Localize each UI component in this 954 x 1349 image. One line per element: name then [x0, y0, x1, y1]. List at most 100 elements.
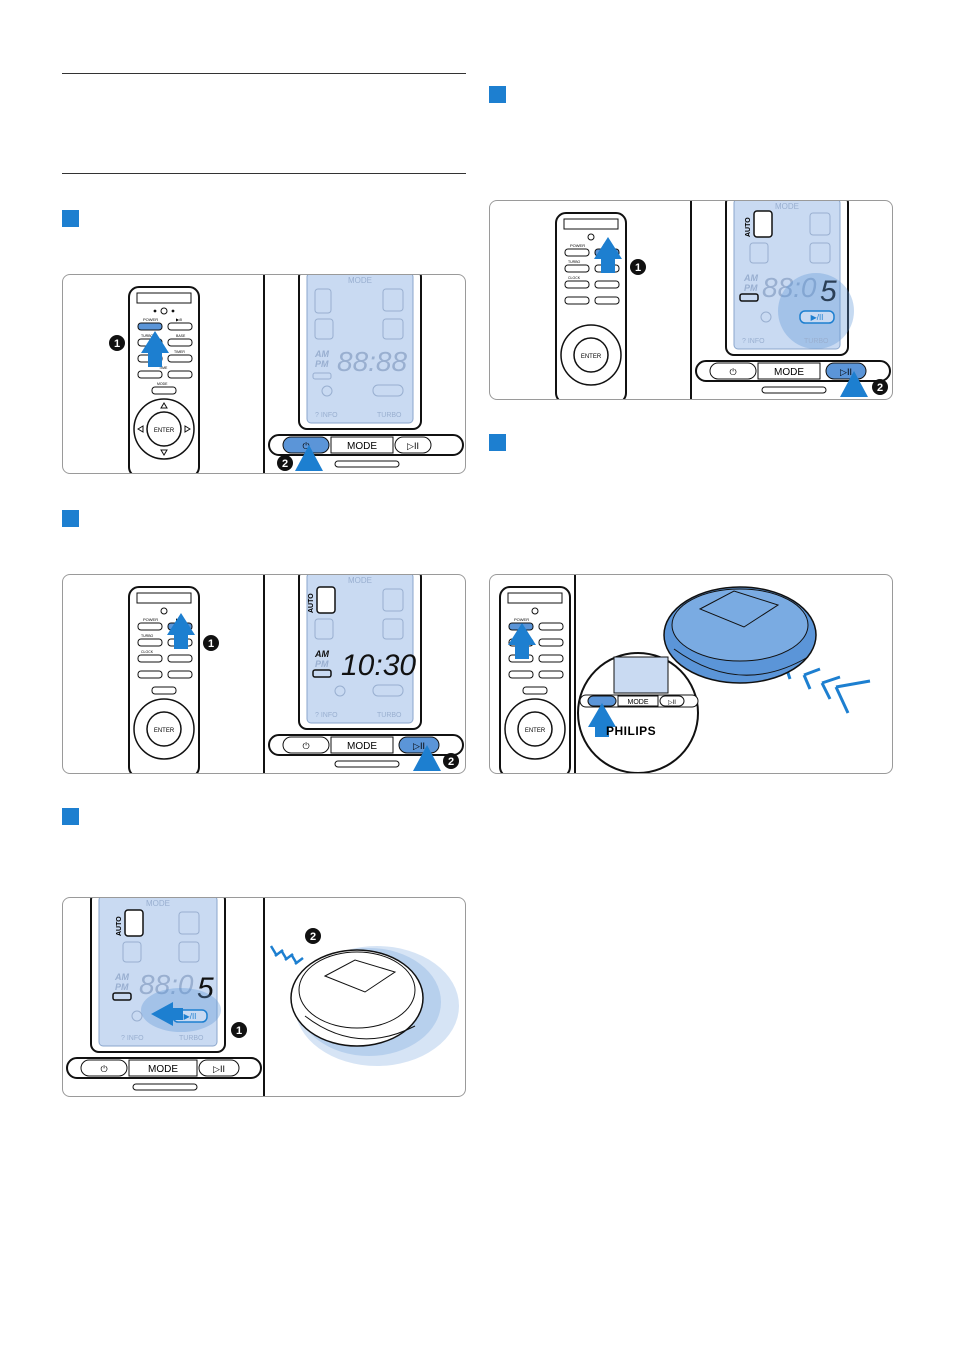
remote-enter-label: ENTER: [581, 354, 602, 360]
remote-plus-button[interactable]: [538, 670, 564, 679]
base-mode-button[interactable]: [757, 362, 821, 380]
remote-illustration: POWER ▶/II TURBO CLOCK ENTER 1: [555, 212, 646, 399]
callout-2-icon: [305, 928, 321, 944]
lcd-pm: PM: [315, 359, 329, 369]
remote-base-button[interactable]: [538, 638, 564, 647]
remote-plus-button[interactable]: [167, 370, 193, 379]
press-arrow-icon: [295, 445, 323, 471]
remote-mode-button[interactable]: [522, 686, 548, 695]
press-arrow-icon: [840, 371, 868, 397]
lcd-wipe-icon: [809, 242, 831, 264]
base-play-symbol: ▷II: [407, 441, 419, 451]
remote-turbo-button[interactable]: [137, 638, 163, 647]
remote-timer-button[interactable]: [594, 280, 620, 289]
robot-illustration: 2: [269, 928, 459, 1066]
base-power-button[interactable]: [282, 736, 330, 754]
lcd-digits: 88:88: [337, 346, 407, 377]
callout-2-label: 2: [448, 756, 454, 768]
remote-clock-button[interactable]: [564, 280, 590, 289]
lcd-pm: PM: [744, 283, 758, 293]
lcd-time: 10:30: [341, 649, 416, 682]
remote-turbo-button[interactable]: [564, 264, 590, 273]
zoom-lcd: [613, 656, 669, 694]
step-marker-5: [489, 434, 506, 451]
robot-docking-illustration: MODE ▷II PHILIPS: [577, 586, 871, 773]
callout-2-icon: [872, 379, 888, 395]
remote-plus-button[interactable]: [167, 670, 193, 679]
remote-enter-label: ENTER: [154, 728, 175, 734]
lcd-wipe-icon: [382, 318, 404, 340]
remote-enter-button[interactable]: [573, 337, 609, 373]
remote-minus-button[interactable]: [137, 670, 163, 679]
lcd-clock-icon: [321, 385, 333, 397]
remote-power-label: POWER: [570, 243, 585, 248]
remote-power-button[interactable]: [137, 322, 163, 331]
lcd-battery-icon: [312, 669, 332, 678]
remote-power-button[interactable]: [564, 248, 590, 257]
base-power-symbol: ⏻: [302, 441, 309, 451]
base-mode-label: MODE: [148, 1064, 178, 1075]
lcd-auto: AUTO: [116, 916, 123, 936]
remote-minus-button[interactable]: [137, 370, 163, 379]
callout-2-label: 2: [877, 382, 883, 394]
remote-mode-button[interactable]: [151, 686, 177, 695]
lcd-digits: 88:0: [139, 969, 194, 1000]
base-mode-button[interactable]: [330, 736, 394, 754]
lcd-auto-icon: [316, 586, 336, 614]
callout-1-label: 1: [114, 338, 120, 350]
lcd-play-pause-icon: [372, 684, 404, 697]
press-arrow-icon: [151, 1002, 183, 1026]
lcd-digit-five: 5: [820, 275, 837, 308]
lcd-auto-icon: [753, 210, 773, 238]
remote-play-button[interactable]: [538, 622, 564, 631]
remote-power-button[interactable]: [137, 622, 163, 631]
panel-power-on: POWER ▶/II TURBO BASE TIMER TIME MODE EN…: [62, 274, 466, 474]
lcd-wipe-icon: [178, 941, 200, 963]
remote-minus-button[interactable]: [508, 670, 534, 679]
remote-clock-button[interactable]: [137, 654, 163, 663]
base-play-symbol: ▷II: [668, 700, 676, 706]
callout-1-icon: [231, 1022, 247, 1038]
remote-timer-button[interactable]: [167, 654, 193, 663]
lcd-spot-icon: [382, 588, 404, 612]
panel-divider: [263, 898, 265, 1096]
base-mode-button[interactable]: [617, 695, 659, 707]
base-power-symbol: ⏻: [729, 367, 736, 377]
remote-base-button[interactable]: [167, 338, 193, 347]
remote-enter-button[interactable]: [146, 711, 182, 747]
base-play-button[interactable]: [394, 436, 432, 454]
lcd-battery-icon: [312, 372, 332, 380]
remote-minus-button[interactable]: [564, 296, 590, 305]
remote-enter-button[interactable]: [146, 411, 182, 447]
step-marker-1: [62, 210, 79, 227]
remote-plus-button[interactable]: [594, 296, 620, 305]
base-play-button[interactable]: [198, 1059, 240, 1077]
lcd-mode-header: MODE: [348, 276, 372, 285]
base-power-button[interactable]: [80, 1059, 128, 1077]
lcd-info: ? INFO: [742, 338, 765, 345]
base-power-symbol: ⏻: [302, 741, 309, 751]
base-power-button[interactable]: [709, 362, 757, 380]
remote-power-label: POWER: [514, 617, 529, 622]
lcd-turbo: TURBO: [377, 412, 402, 419]
lcd-info: ? INFO: [121, 1035, 144, 1042]
lcd-battery-icon: [112, 992, 132, 1001]
lcd-auto-icon: [314, 288, 332, 314]
remote-timer-button[interactable]: [538, 654, 564, 663]
base-play-button[interactable]: [659, 695, 685, 707]
remote-enter-label: ENTER: [154, 428, 175, 434]
section-rule: [62, 173, 466, 174]
base-mode-button[interactable]: [128, 1059, 198, 1077]
base-mode-button[interactable]: [330, 436, 394, 454]
remote-base-label: BASE: [176, 334, 186, 338]
callout-1-icon: [109, 335, 125, 351]
remote-enter-button[interactable]: [517, 711, 553, 747]
remote-timer-label: TIMER: [174, 350, 185, 354]
remote-timer-button[interactable]: [167, 354, 193, 363]
remote-mode-label: MODE: [157, 382, 168, 386]
remote-play-button[interactable]: [167, 322, 193, 331]
lcd-clock-icon: [760, 311, 772, 323]
lcd-carpet-icon: [314, 318, 334, 340]
remote-illustration: POWER ▶/II TURBO BASE TIMER TIME MODE EN…: [109, 286, 200, 473]
remote-mode-button[interactable]: [151, 386, 177, 395]
